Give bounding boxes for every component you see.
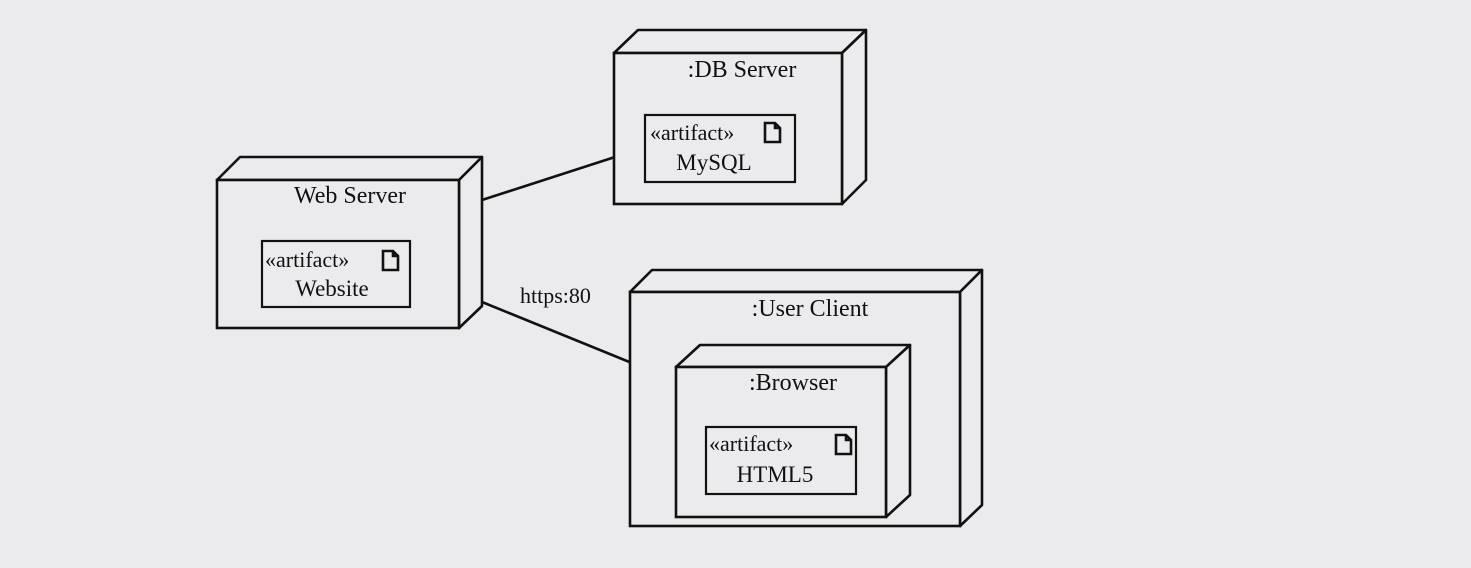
node-title: :Browser <box>749 370 837 396</box>
document-icon <box>834 433 853 456</box>
artifact-html5: «artifact» HTML5 <box>704 425 858 496</box>
connector-web-db <box>481 155 616 202</box>
connector-label-https: https:80 <box>520 283 591 308</box>
node-db-server: :DB Server «artifact» MySQL <box>612 28 868 206</box>
node-browser: :Browser «artifact» HTML5 <box>674 343 912 519</box>
artifact-mysql: «artifact» MySQL <box>643 113 797 184</box>
artifact-name: Website <box>295 276 369 301</box>
artifact-website: «artifact» Website <box>260 239 412 309</box>
artifact-stereotype: «artifact» <box>709 431 793 456</box>
artifact-stereotype: «artifact» <box>265 247 349 272</box>
artifact-name: MySQL <box>676 150 751 175</box>
document-icon <box>763 121 782 144</box>
artifact-name: HTML5 <box>737 462 814 487</box>
node-title: :DB Server <box>688 57 797 83</box>
node-user-client: :User Client :Browser «artifact» HTML5 <box>628 268 984 528</box>
node-title: :User Client <box>752 296 869 322</box>
node-web-server: Web Server «artifact» Website <box>215 155 484 330</box>
artifact-stereotype: «artifact» <box>650 120 734 145</box>
document-icon <box>381 249 400 272</box>
node-title: Web Server <box>294 183 406 209</box>
